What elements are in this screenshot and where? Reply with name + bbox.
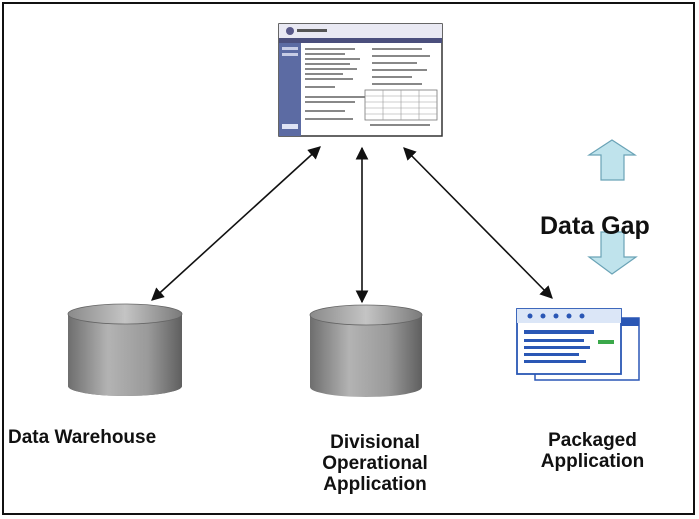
database-cylinder-icon: [309, 304, 423, 397]
divisional-operational-application-label: Divisional Operational Application: [322, 432, 428, 495]
data-gap-label: Data Gap: [540, 212, 650, 240]
database-cylinder-icon: [67, 303, 183, 396]
up-arrow-icon: [586, 139, 638, 181]
edge-center-to-data-warehouse: [151, 146, 321, 301]
connector-lines: [151, 146, 553, 304]
web-application-screenshot-icon: [278, 23, 443, 137]
down-arrow-icon: [587, 231, 638, 275]
application-windows-icon: [516, 308, 640, 381]
edge-center-to-packaged: [403, 147, 553, 299]
packaged-application-label: Packaged Application: [540, 430, 645, 472]
data-warehouse-label: Data Warehouse: [8, 427, 157, 448]
